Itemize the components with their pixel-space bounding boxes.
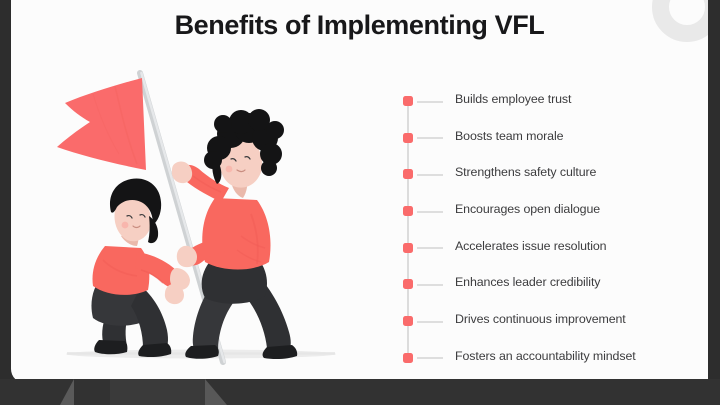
list-item[interactable]: Boosts team morale bbox=[389, 125, 699, 162]
monitor-stand-center bbox=[110, 379, 205, 405]
benefit-label: Boosts team morale bbox=[455, 128, 564, 143]
list-item[interactable]: Fosters an accountability mindset bbox=[389, 345, 699, 382]
monitor-stand-right bbox=[205, 379, 227, 405]
presentation-slide: Benefits of Implementing VFL bbox=[11, 0, 708, 383]
monitor-stand-left bbox=[60, 379, 74, 405]
benefits-list: Builds employee trust Boosts team morale… bbox=[389, 88, 699, 382]
bullet-connector-line bbox=[417, 247, 443, 250]
list-vertical-rail bbox=[407, 101, 409, 358]
bullet-connector-line bbox=[417, 210, 443, 213]
benefit-label: Drives continuous improvement bbox=[455, 312, 626, 327]
bullet-connector-line bbox=[417, 283, 443, 286]
list-item[interactable]: Accelerates issue resolution bbox=[389, 235, 699, 272]
list-item[interactable]: Enhances leader credibility bbox=[389, 271, 699, 308]
bullet-connector-line bbox=[417, 137, 443, 140]
bullet-square-icon bbox=[403, 169, 413, 180]
bullet-connector-line bbox=[417, 173, 443, 176]
list-item[interactable]: Encourages open dialogue bbox=[389, 198, 699, 235]
bullet-square-icon bbox=[403, 132, 413, 143]
bullet-square-icon bbox=[403, 279, 413, 290]
list-item[interactable]: Builds employee trust bbox=[389, 88, 699, 125]
bullet-square-icon bbox=[403, 96, 413, 106]
benefit-label: Builds employee trust bbox=[455, 92, 572, 106]
bullet-square-icon bbox=[403, 316, 413, 327]
bezel-right bbox=[708, 0, 720, 405]
bullet-connector-line bbox=[417, 100, 443, 103]
benefit-label: Accelerates issue resolution bbox=[455, 238, 607, 253]
benefit-label: Fosters an accountability mindset bbox=[455, 348, 636, 363]
bullet-square-icon bbox=[403, 352, 413, 363]
bullet-square-icon bbox=[403, 242, 413, 253]
list-item[interactable]: Drives continuous improvement bbox=[389, 308, 699, 345]
benefit-label: Enhances leader credibility bbox=[455, 275, 601, 290]
flag-illustration bbox=[45, 64, 355, 374]
page-title: Benefits of Implementing VFL bbox=[174, 10, 545, 40]
benefit-label: Strengthens safety culture bbox=[455, 165, 597, 180]
bullet-connector-line bbox=[417, 320, 443, 323]
bezel-bottom bbox=[0, 379, 720, 405]
bullet-square-icon bbox=[403, 206, 413, 217]
benefit-label: Encourages open dialogue bbox=[455, 202, 601, 217]
list-item[interactable]: Strengthens safety culture bbox=[389, 161, 699, 198]
bullet-connector-line bbox=[417, 357, 443, 360]
bezel-left bbox=[0, 0, 11, 405]
